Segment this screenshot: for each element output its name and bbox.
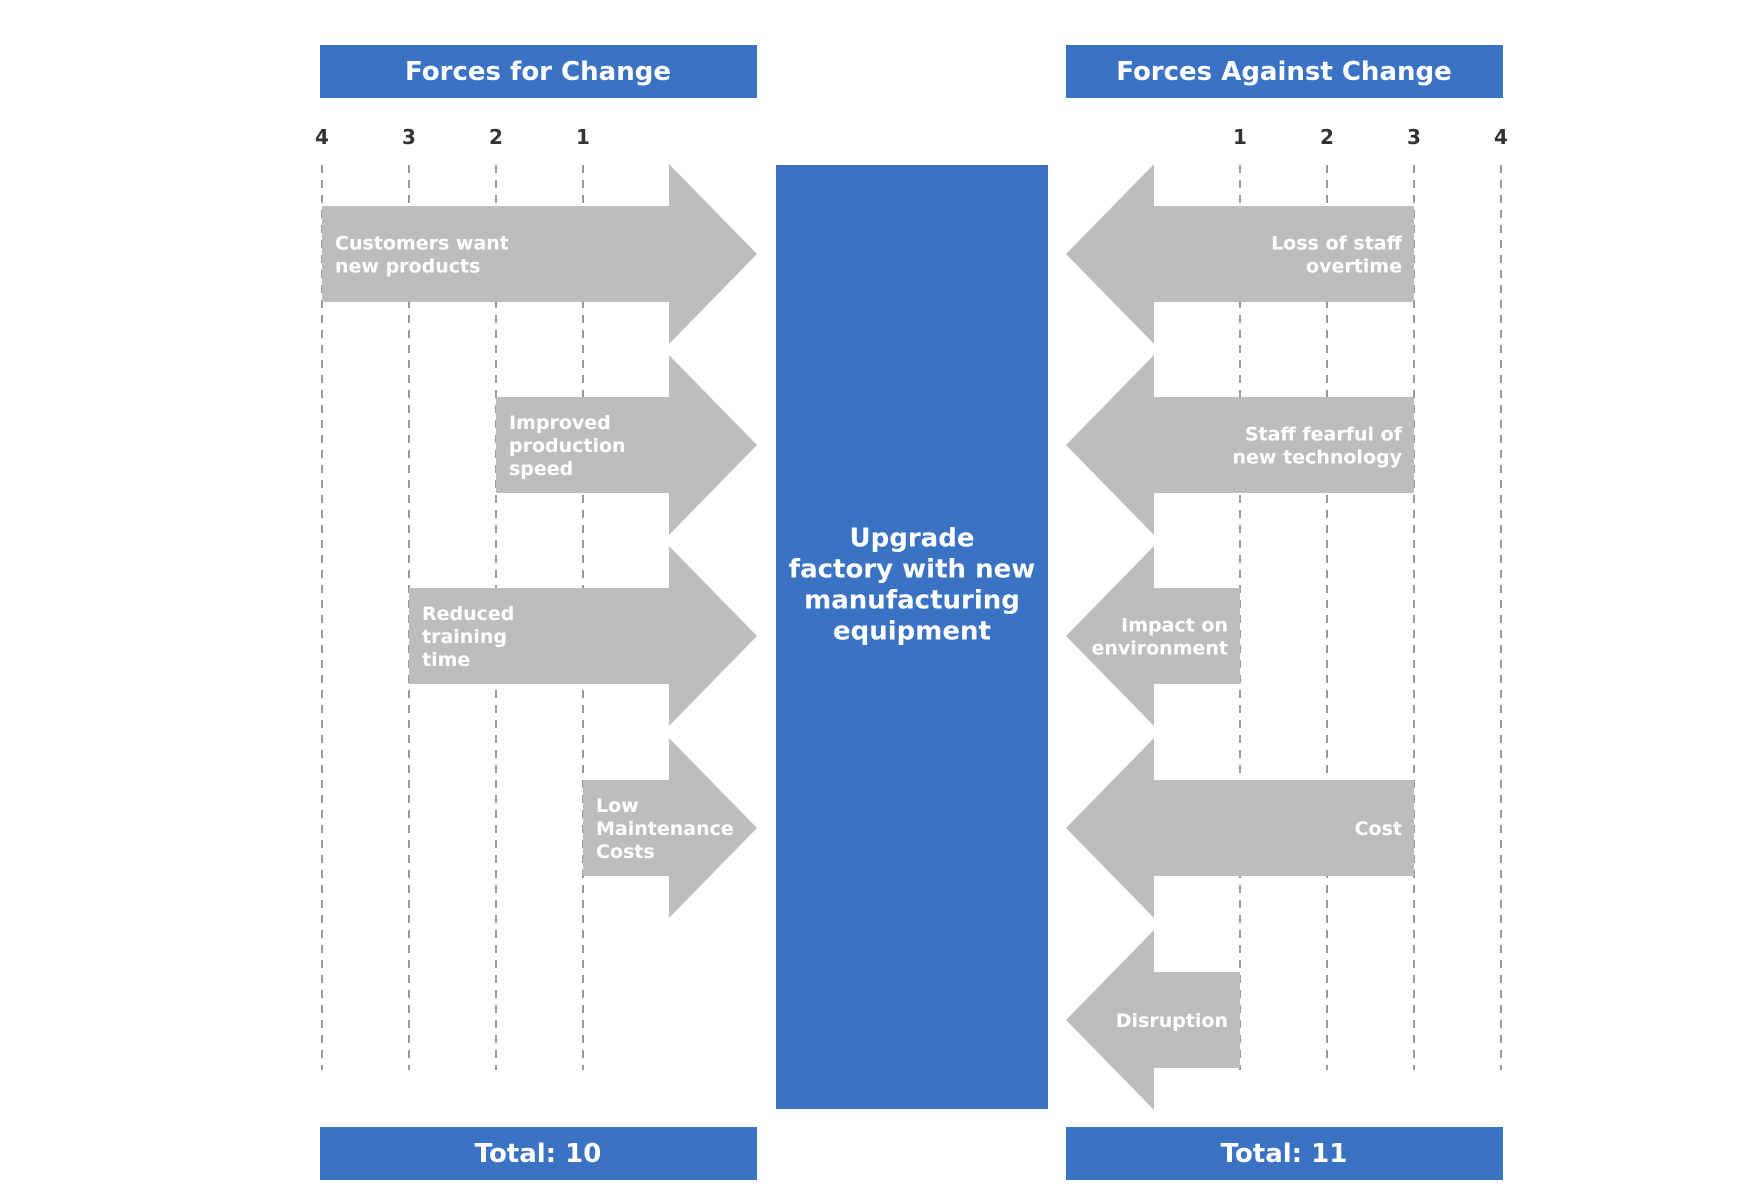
scale-tick-label: 3: [1407, 125, 1421, 149]
scale-tick-label: 1: [1233, 125, 1247, 149]
for-change-header: Forces for Change: [320, 45, 757, 98]
scale-tick-label: 1: [576, 125, 590, 149]
force-arrow-shape: [1066, 546, 1240, 726]
force-label: Disruption: [1116, 1010, 1228, 1032]
for-change-total-text: Total: 10: [475, 1139, 602, 1169]
force-arrow-shape: [1066, 738, 1414, 918]
against-change-header: Forces Against Change: [1066, 45, 1503, 98]
force-against-arrow: Disruption: [1066, 930, 1240, 1110]
force-arrow-shape: [1066, 164, 1414, 344]
scale-tick-label: 4: [1494, 125, 1508, 149]
force-arrow-shape: [1066, 930, 1240, 1110]
against-change-gridlines: [1239, 165, 1502, 1070]
scale-tick-label: 2: [489, 125, 503, 149]
force-arrow-shape: [322, 164, 757, 344]
for-change-header-text: Forces for Change: [405, 57, 671, 87]
force-label: Cost: [1355, 818, 1402, 840]
force-arrow-shape: [583, 738, 757, 918]
force-arrow-shape: [409, 546, 757, 726]
force-arrow-shape: [1066, 355, 1414, 535]
against-change-total-text: Total: 11: [1221, 1139, 1348, 1169]
force-against-arrow: Cost: [1066, 738, 1414, 918]
for-change-total: Total: 10: [320, 1127, 757, 1180]
against-change-total: Total: 11: [1066, 1127, 1503, 1180]
against-change-scale: 1 2 3 4: [1233, 125, 1508, 149]
scale-tick-label: 2: [1320, 125, 1334, 149]
scale-tick-label: 4: [315, 125, 329, 149]
scale-tick-label: 3: [402, 125, 416, 149]
against-change-header-text: Forces Against Change: [1116, 57, 1452, 87]
force-arrow-shape: [496, 355, 757, 535]
for-change-scale: 4 3 2 1: [315, 125, 590, 149]
